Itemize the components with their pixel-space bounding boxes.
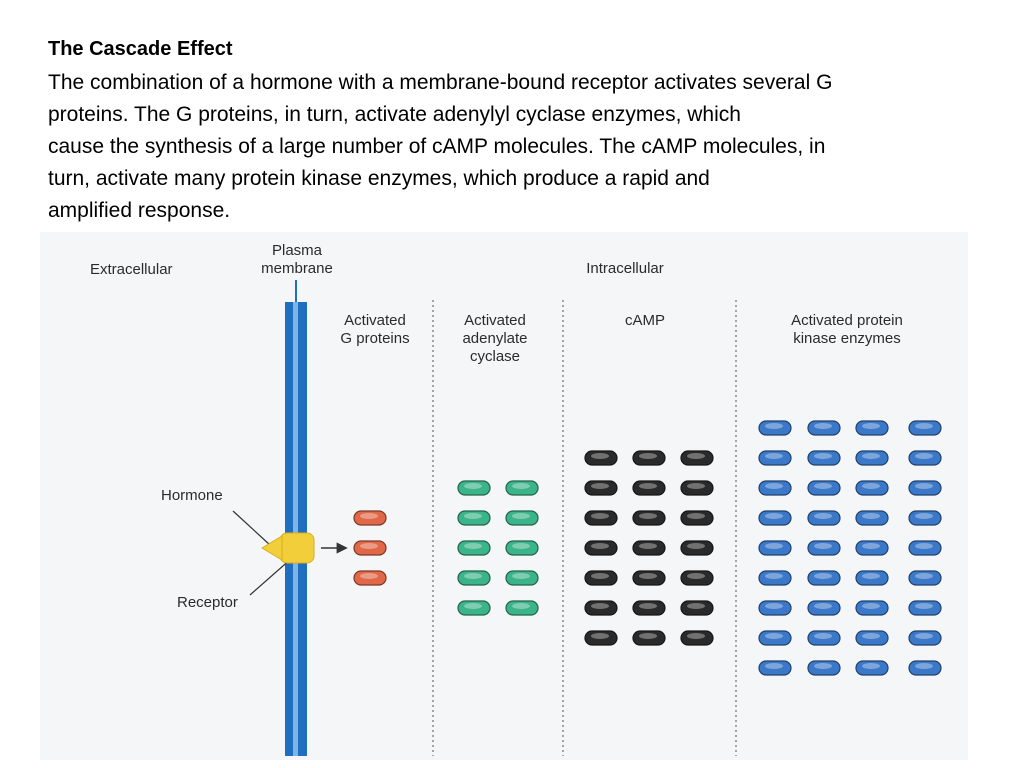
molecule — [807, 480, 841, 496]
molecule — [457, 510, 491, 526]
membrane-highlight — [293, 302, 298, 756]
molecule — [457, 480, 491, 496]
body-line: proteins. The G proteins, in turn, activ… — [48, 103, 741, 126]
molecule — [855, 480, 889, 496]
molecule — [855, 450, 889, 466]
molecule — [807, 510, 841, 526]
molecule — [758, 630, 792, 646]
extracellular-label: Extracellular — [90, 261, 173, 278]
molecule — [758, 480, 792, 496]
column-label: G proteins — [340, 330, 409, 347]
molecule — [632, 630, 666, 646]
molecule — [855, 570, 889, 586]
molecule — [680, 570, 714, 586]
molecule — [758, 660, 792, 676]
body-line: The combination of a hormone with a memb… — [48, 71, 833, 94]
molecule — [632, 600, 666, 616]
molecule — [584, 480, 618, 496]
molecule — [908, 600, 942, 616]
molecule — [807, 450, 841, 466]
molecule — [855, 510, 889, 526]
molecule — [353, 570, 387, 586]
molecule — [807, 540, 841, 556]
molecule — [807, 600, 841, 616]
molecule — [908, 660, 942, 676]
molecule — [457, 540, 491, 556]
molecule — [680, 600, 714, 616]
molecule — [632, 540, 666, 556]
column-label: Activated — [464, 312, 526, 329]
column-label: Activated — [344, 312, 406, 329]
molecule — [855, 660, 889, 676]
molecule — [807, 570, 841, 586]
molecule — [908, 480, 942, 496]
hormone-label: Hormone — [161, 487, 223, 504]
plasma-membrane-label: membrane — [261, 260, 333, 277]
slide-body-text: The combination of a hormone with a memb… — [48, 67, 1013, 227]
body-line: amplified response. — [48, 199, 231, 222]
molecule — [908, 450, 942, 466]
molecule — [505, 600, 539, 616]
molecule — [758, 450, 792, 466]
molecule — [855, 420, 889, 436]
plasma-membrane-label: Plasma — [272, 242, 323, 259]
molecule — [807, 420, 841, 436]
hormone-receptor-complex — [261, 532, 315, 564]
molecule — [505, 570, 539, 586]
body-line: cause the synthesis of a large number of… — [48, 135, 826, 158]
molecule — [680, 450, 714, 466]
molecule — [680, 510, 714, 526]
molecule — [908, 420, 942, 436]
cascade-diagram: Extracellular Plasma membrane Intracellu… — [40, 232, 968, 760]
molecule — [584, 540, 618, 556]
molecule — [807, 660, 841, 676]
molecule — [632, 570, 666, 586]
molecule — [584, 450, 618, 466]
molecule — [353, 540, 387, 556]
receptor-label: Receptor — [177, 594, 238, 611]
molecule — [908, 630, 942, 646]
molecule — [584, 510, 618, 526]
molecule — [758, 570, 792, 586]
molecule — [807, 630, 841, 646]
molecule-grid — [353, 420, 942, 676]
molecule — [855, 600, 889, 616]
column-label: kinase enzymes — [793, 330, 901, 347]
molecule — [584, 630, 618, 646]
column-label: cyclase — [470, 348, 520, 365]
column-label: adenylate — [462, 330, 527, 347]
molecule — [584, 600, 618, 616]
body-line: turn, activate many protein kinase enzym… — [48, 167, 710, 190]
molecule — [758, 420, 792, 436]
molecule — [758, 540, 792, 556]
molecule — [908, 510, 942, 526]
molecule — [353, 510, 387, 526]
molecule — [505, 540, 539, 556]
molecule — [758, 600, 792, 616]
molecule — [680, 540, 714, 556]
molecule — [457, 600, 491, 616]
molecule — [908, 570, 942, 586]
slide-title: The Cascade Effect — [48, 38, 233, 60]
molecule — [908, 540, 942, 556]
molecule — [584, 570, 618, 586]
molecule — [505, 510, 539, 526]
intracellular-label: Intracellular — [586, 260, 664, 277]
molecule — [457, 570, 491, 586]
column-label: cAMP — [625, 312, 665, 329]
molecule — [632, 510, 666, 526]
molecule — [632, 450, 666, 466]
molecule — [855, 630, 889, 646]
hormone-pointer-line — [232, 510, 271, 546]
molecule — [758, 510, 792, 526]
molecule — [680, 630, 714, 646]
column-label: Activated protein — [791, 312, 903, 329]
receptor-pointer-line — [249, 557, 293, 596]
molecule — [632, 480, 666, 496]
molecule — [855, 540, 889, 556]
molecule — [505, 480, 539, 496]
molecule — [680, 480, 714, 496]
